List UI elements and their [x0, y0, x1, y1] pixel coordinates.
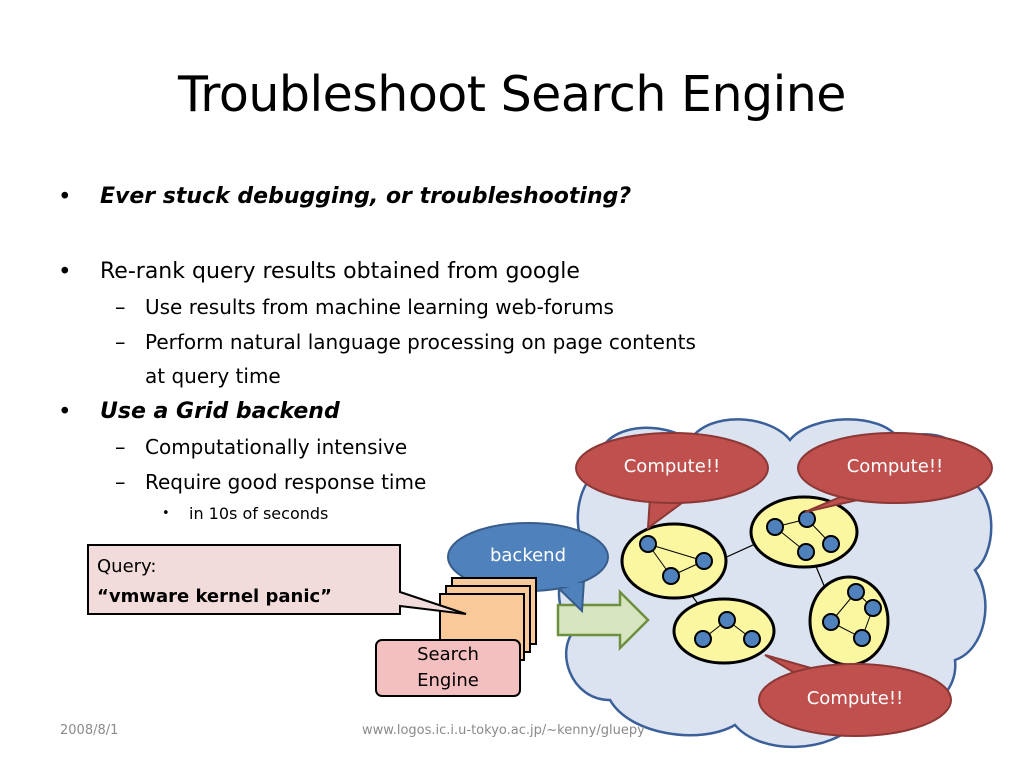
query-callout-text: Query: “vmware kernel panic”: [97, 552, 332, 612]
sub-bullet-text: Use results from machine learning web-fo…: [145, 295, 614, 319]
compute-label-2: Compute!!: [846, 456, 944, 477]
footer-url: www.logos.ic.i.u-tokyo.ac.jp/~kenny/glue…: [362, 723, 645, 738]
footer-date: 2008/8/1: [60, 723, 119, 738]
bullet-marker: •: [58, 259, 72, 285]
bullet-marker: •: [58, 184, 72, 210]
compute-callout-3-shape: [758, 654, 952, 737]
compute-callout-2-shape: [797, 432, 993, 513]
cluster-3: [672, 597, 776, 665]
cluster-1: [620, 522, 728, 600]
query-callout-shape: [87, 544, 467, 615]
sub-bullet-text: Require good response time: [145, 470, 427, 494]
sub-sub-bullet-marker: •: [162, 506, 170, 521]
sub-bullet-marker: –: [115, 295, 126, 319]
backend-label: backend: [489, 545, 567, 566]
bullet-marker: •: [58, 399, 72, 425]
sub-bullet-marker: –: [115, 435, 126, 459]
cluster-4: [808, 575, 890, 667]
search-engine-label-line-2: Engine: [417, 670, 479, 691]
bullet-text: Use a Grid backend: [100, 399, 340, 424]
search-engine-box: [375, 639, 521, 697]
cluster-2: [749, 495, 859, 569]
sub-bullet-marker: –: [115, 330, 126, 354]
sub-bullet-marker: –: [115, 470, 126, 494]
sub-sub-bullet-text: in 10s of seconds: [189, 504, 329, 523]
sub-bullet-2-continued: at query time: [145, 364, 281, 388]
sub-bullet-text: Perform natural language processing on p…: [145, 330, 696, 354]
query-label: Query:: [97, 556, 157, 577]
compute-label-1: Compute!!: [623, 456, 721, 477]
compute-label-3: Compute!!: [806, 688, 904, 709]
bullet-text: Re-rank query results obtained from goog…: [100, 259, 580, 284]
sub-bullet-text: Computationally intensive: [145, 435, 408, 459]
compute-callout-1-shape: [575, 432, 769, 531]
query-text: “vmware kernel panic”: [97, 586, 332, 607]
bullet-text: Ever stuck debugging, or troubleshooting…: [100, 184, 632, 209]
search-engine-label-line-1: Search: [417, 644, 479, 665]
backend-callout-shape: [447, 522, 609, 614]
slide-title: Troubleshoot Search Engine: [178, 66, 846, 123]
